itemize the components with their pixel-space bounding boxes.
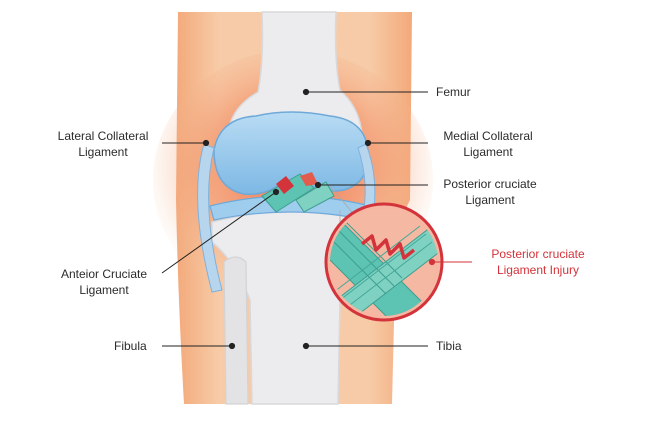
label-lateral-collateral-line1: Lateral Collateral [57,129,149,143]
ligament-tear-mark [360,234,416,260]
label-injury-line2: Ligament Injury [496,263,580,277]
label-anterior-cruciate-ligament: Anteior Cruciate Ligament [46,266,162,298]
fibula-bone [223,256,249,405]
label-posterior-cruciate-ligament: Posterior cruciate Ligament [432,176,548,208]
label-posterior-cruciate-line1: Posterior cruciate [443,177,537,191]
label-anterior-cruciate-line2: Ligament [79,283,129,297]
lateral-collateral-ligament [197,143,223,293]
label-lateral-collateral-line2: Ligament [78,145,128,159]
label-posterior-cruciate-ligament-injury: Posterior cruciate Ligament Injury [476,246,600,278]
joint-cruciate-ligaments [261,172,335,213]
label-medial-collateral-line1: Medial Collateral [443,129,533,143]
leader-lines [161,88,472,350]
femur-cartilage [213,111,369,196]
label-injury-line1: Posterior cruciate [491,247,585,261]
zoom-connector-top [329,185,353,213]
label-lateral-collateral-ligament: Lateral Collateral Ligament [44,128,162,160]
label-tibia: Tibia [436,339,462,353]
label-posterior-cruciate-line2: Ligament [465,193,515,207]
label-medial-collateral-ligament: Medial Collateral Ligament [432,128,544,160]
label-anterior-cruciate-line1: Anteior Cruciate [60,267,148,281]
label-femur: Femur [436,85,471,99]
label-fibula: Fibula [114,339,147,353]
label-medial-collateral-line2: Ligament [463,145,513,159]
